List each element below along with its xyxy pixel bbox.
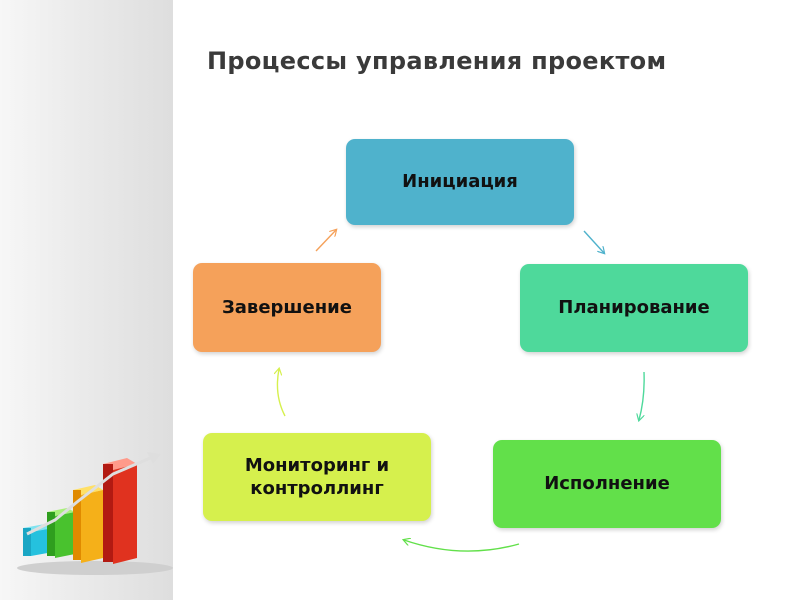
node-initiation: Инициация bbox=[346, 139, 574, 225]
node-monitoring: Мониторинг и контроллинг bbox=[203, 433, 431, 521]
slide-title: Процессы управления проектом bbox=[207, 47, 667, 75]
arrow-initiation-to-planning bbox=[583, 230, 604, 253]
node-initiation-label: Инициация bbox=[402, 171, 518, 193]
node-closing-label: Завершение bbox=[222, 296, 352, 318]
arrow-execution-to-monitoring bbox=[404, 540, 520, 552]
bar-chart-logo-icon bbox=[17, 452, 173, 575]
node-monitoring-label: Мониторинг и контроллинг bbox=[244, 454, 390, 499]
arrow-closing-to-initiation bbox=[315, 230, 336, 252]
arrow-monitoring-to-closing bbox=[277, 369, 286, 417]
arrow-planning-to-execution bbox=[639, 371, 645, 420]
sidebar-divider bbox=[173, 0, 175, 600]
node-execution-label: Исполнение bbox=[544, 473, 670, 495]
node-execution: Исполнение bbox=[493, 440, 721, 528]
node-planning: Планирование bbox=[520, 264, 748, 352]
node-planning-label: Планирование bbox=[558, 297, 710, 319]
node-closing: Завершение bbox=[193, 263, 381, 352]
